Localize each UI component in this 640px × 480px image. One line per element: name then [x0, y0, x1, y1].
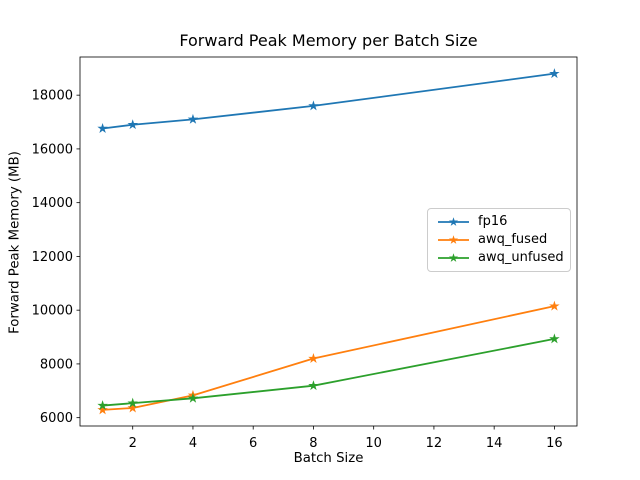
legend: fp16 awq_fused awq_unfused — [427, 208, 571, 272]
data-point-marker — [549, 300, 560, 311]
series-awq-unfused — [97, 333, 560, 411]
legend-sample-marker — [448, 235, 459, 244]
x-tick-label: 6 — [249, 436, 257, 451]
series-line — [101, 338, 556, 407]
y-axis-label: Forward Peak Memory (MB) — [7, 151, 23, 334]
y-tick-label: 14000 — [32, 196, 73, 211]
y-tick-label: 12000 — [32, 250, 73, 265]
legend-item-awq-fused: awq_fused — [437, 231, 570, 249]
data-point-marker — [127, 402, 138, 413]
y-tick-label: 8000 — [40, 357, 73, 372]
data-point-marker — [308, 353, 319, 363]
data-point-marker — [97, 122, 108, 133]
series-line — [101, 72, 556, 130]
series-fp16 — [97, 68, 560, 133]
data-point-marker — [549, 68, 560, 79]
legend-line-sample — [438, 217, 469, 226]
x-tick-label: 16 — [546, 436, 563, 451]
x-tick-label: 4 — [189, 436, 197, 451]
y-tick-label: 16000 — [32, 142, 73, 157]
x-tick-label: 2 — [129, 436, 137, 451]
legend-label: awq_unfused — [478, 250, 564, 265]
data-point-marker — [187, 113, 199, 124]
data-point-marker — [127, 397, 138, 408]
data-point-marker — [127, 119, 138, 130]
legend-line-sample — [438, 253, 469, 262]
x-tick-label: 14 — [486, 436, 503, 451]
series-awq-fused — [97, 300, 560, 415]
legend-label: fp16 — [478, 214, 508, 229]
y-axis: 6000 8000 10000 12000 14000 16000 18000 — [32, 89, 80, 426]
x-tick-label: 8 — [309, 436, 317, 451]
y-tick-label: 6000 — [40, 411, 73, 426]
data-point-marker — [308, 100, 319, 111]
series-line — [101, 305, 556, 411]
legend-label: awq_fused — [478, 232, 548, 247]
data-point-marker — [187, 392, 199, 403]
legend-line-sample — [438, 235, 469, 244]
x-tick-label: 12 — [426, 436, 443, 451]
x-tick-label: 10 — [365, 436, 382, 451]
data-point-marker — [308, 380, 319, 391]
data-point-marker — [549, 333, 560, 344]
legend-sample-marker — [448, 253, 459, 262]
y-tick-label: 10000 — [32, 304, 73, 319]
chart-title: Forward Peak Memory per Batch Size — [179, 31, 478, 50]
x-axis: 2 4 6 8 10 12 14 16 — [129, 426, 563, 451]
y-tick-label: 18000 — [32, 89, 73, 104]
x-axis-label: Batch Size — [293, 451, 364, 466]
axes-frame — [79, 56, 578, 427]
legend-sample-marker — [448, 217, 459, 226]
data-point-marker — [97, 400, 108, 411]
legend-item-fp16: fp16 — [437, 213, 570, 231]
legend-item-awq-unfused: awq_unfused — [437, 249, 570, 267]
data-point-marker — [97, 404, 108, 415]
